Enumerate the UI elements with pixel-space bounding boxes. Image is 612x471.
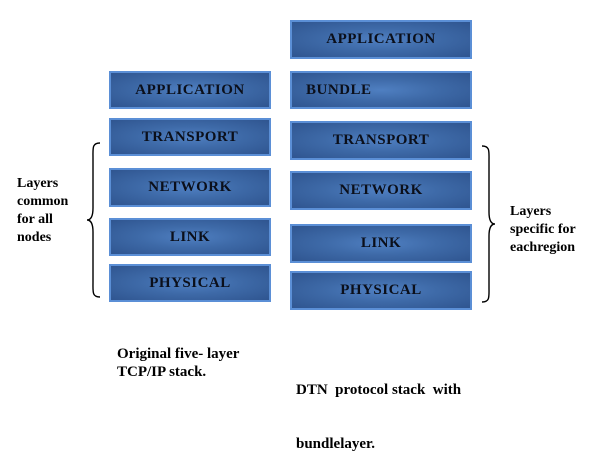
- annotation-line: Layers: [510, 204, 552, 219]
- layer-label: NETWORK: [148, 179, 232, 195]
- annotation-line: Layers: [17, 176, 59, 191]
- layer-label: TRANSPORT: [332, 132, 430, 148]
- layer-label: NETWORK: [339, 182, 423, 198]
- right-brace-icon: [481, 145, 496, 303]
- right-layer-network: NETWORK: [290, 171, 472, 210]
- layer-label: PHYSICAL: [340, 282, 422, 298]
- layer-label: LINK: [360, 235, 402, 251]
- left-annotation: Layers common for all nodes: [17, 175, 68, 247]
- right-layer-transport: TRANSPORT: [290, 121, 472, 160]
- annotation-line: nodes: [17, 230, 52, 245]
- right-caption: DTN protocol stack with bundlelayer.: [296, 345, 461, 471]
- caption-line: bundlelayer.: [296, 436, 376, 452]
- right-layer-application: APPLICATION: [290, 20, 472, 59]
- caption-line: TCP/IP stack.: [117, 364, 207, 380]
- layer-label: PHYSICAL: [149, 274, 231, 291]
- annotation-line: eachregion: [510, 240, 576, 255]
- right-layer-link: LINK: [290, 224, 472, 263]
- annotation-line: for all: [17, 212, 53, 227]
- annotation-line: specific for: [510, 222, 576, 237]
- caption-line: Original five- layer: [117, 346, 240, 362]
- layer-label: LINK: [169, 228, 211, 245]
- layer-label: APPLICATION: [135, 81, 245, 98]
- left-layer-network: NETWORK: [109, 168, 271, 207]
- layer-label: APPLICATION: [326, 31, 436, 47]
- layer-label: BUNDLE: [306, 81, 372, 98]
- left-brace-icon: [86, 142, 101, 298]
- layer-label: TRANSPORT: [141, 128, 239, 145]
- right-layer-physical: PHYSICAL: [290, 271, 472, 310]
- annotation-line: common: [17, 194, 69, 209]
- left-layer-transport: TRANSPORT: [109, 118, 271, 156]
- left-layer-application: APPLICATION: [109, 71, 271, 109]
- left-caption: Original five- layer TCP/IP stack.: [117, 345, 239, 381]
- left-layer-link: LINK: [109, 218, 271, 256]
- left-layer-physical: PHYSICAL: [109, 264, 271, 302]
- right-annotation: Layers specific for eachregion: [510, 203, 576, 257]
- caption-line: DTN protocol stack with: [296, 382, 462, 398]
- right-layer-bundle: BUNDLE: [290, 71, 472, 109]
